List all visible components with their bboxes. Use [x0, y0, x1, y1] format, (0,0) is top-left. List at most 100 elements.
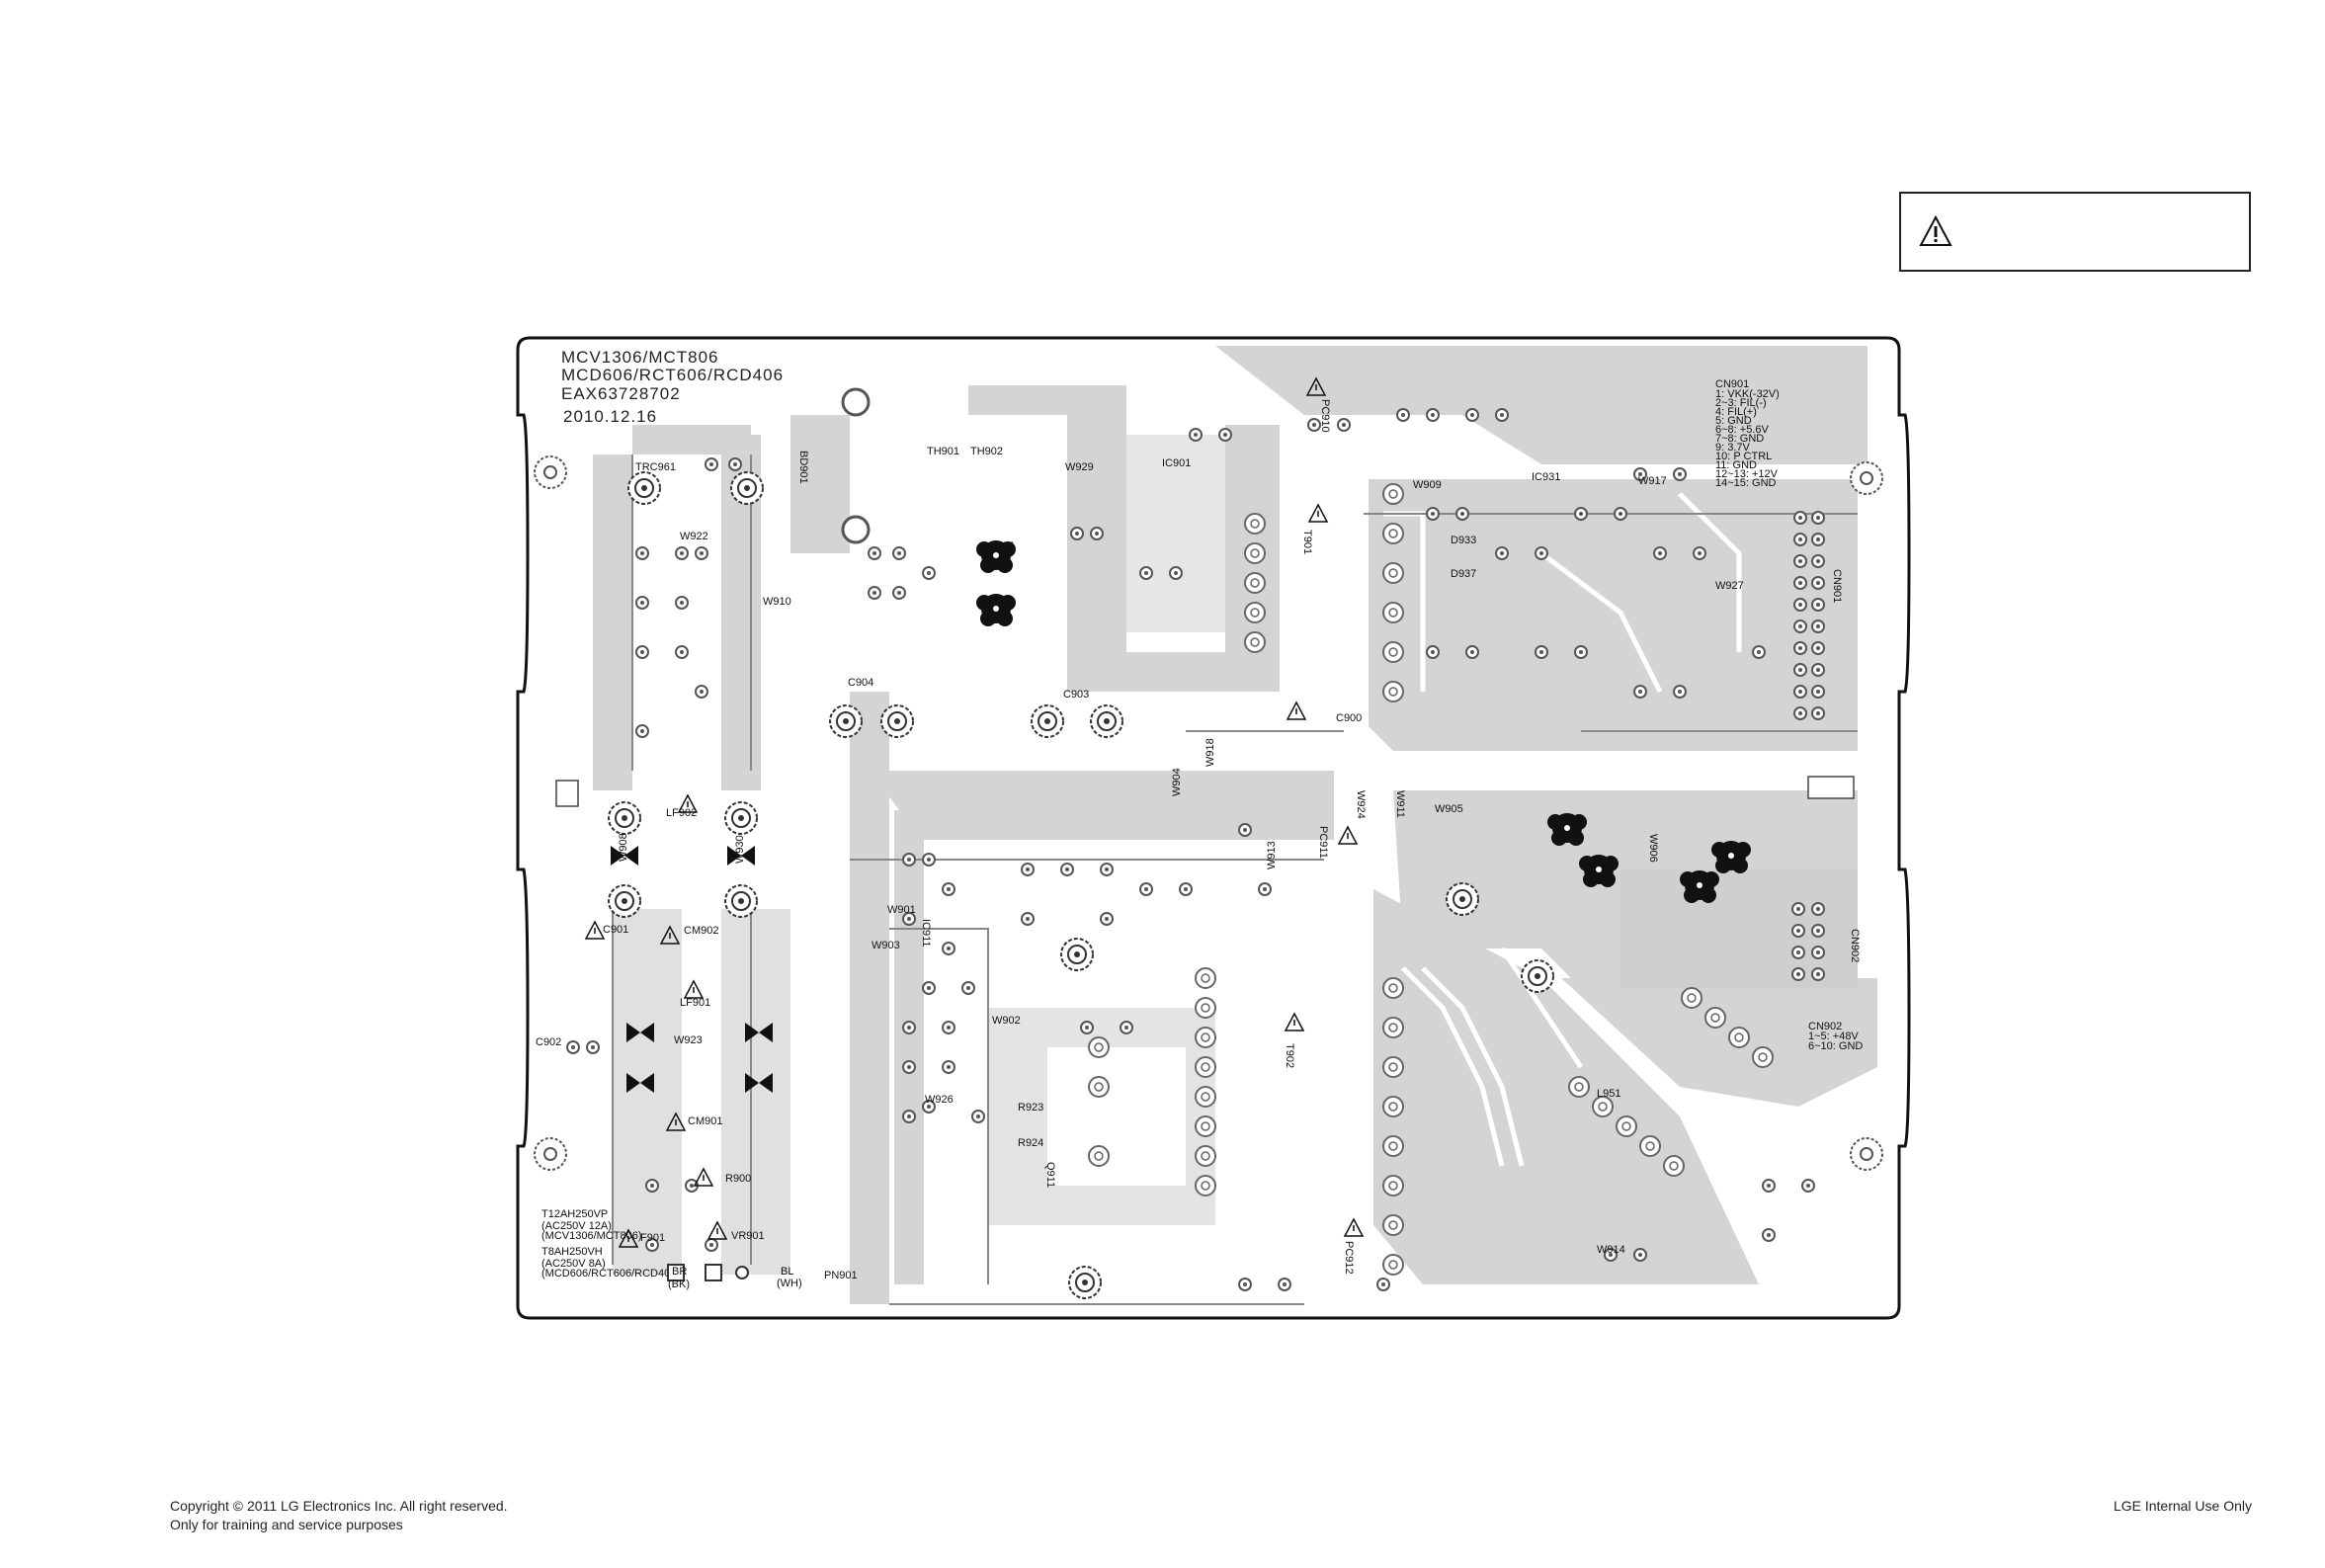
label-w926: W926	[925, 1094, 954, 1106]
label-w905: W905	[1435, 803, 1463, 815]
cn901-pin-11: 14~15: GND	[1715, 477, 1777, 489]
fuse-note: T12AH250VP (AC250V 12A) (MCV1306/MCT806)…	[541, 1208, 680, 1279]
cn902-pin-2: 6~10: GND	[1808, 1040, 1863, 1052]
label-r923: R923	[1018, 1102, 1043, 1114]
label-w929: W929	[1065, 461, 1094, 473]
label-w917: W917	[1638, 475, 1667, 487]
label-vr901: VR901	[731, 1230, 765, 1242]
cn902-pin-1: 1~5: +48V	[1808, 1031, 1859, 1042]
label-w927: W927	[1715, 580, 1744, 592]
board-date: 2010.12.16	[563, 407, 657, 426]
label-t902: T902	[1284, 1043, 1295, 1068]
label-pc910: PC910	[1319, 399, 1331, 433]
cn901-pin-10: 12~13: +12V	[1715, 468, 1779, 480]
fuse-note-line6: (MCD606/RCT606/RCD406)	[541, 1268, 680, 1279]
label-ic931: IC931	[1532, 471, 1560, 483]
label-c900: C900	[1336, 712, 1362, 724]
fuse-note-line1: T12AH250VP	[541, 1208, 608, 1220]
label-w911: W911	[1394, 790, 1406, 818]
label-d937: D937	[1451, 568, 1476, 580]
fuse-note-line5: (AC250V 8A)	[541, 1258, 606, 1270]
wire-wh: (WH)	[777, 1278, 802, 1289]
fuse-note-line2: (AC250V 12A)	[541, 1220, 612, 1232]
cn901-side-label: CN901	[1831, 569, 1843, 603]
rotated-labels: BD901 PC910 T901 W908 W930 IC911 Q911 PC…	[618, 399, 1659, 1275]
label-c901: C901	[603, 924, 628, 936]
wire-br: BR	[672, 1266, 687, 1278]
label-pc912: PC912	[1343, 1241, 1355, 1275]
cn901-pin-7: 9: 3.7V	[1715, 442, 1751, 454]
warning-triangle-icon	[1919, 215, 1952, 246]
label-cm902: CM902	[684, 925, 718, 937]
cn901-pin-6: 7~8: GND	[1715, 433, 1764, 445]
label-c903: C903	[1063, 689, 1089, 701]
cn901-pin-9: 11: GND	[1715, 459, 1757, 471]
label-w930: W930	[734, 835, 746, 864]
cn901-pin-8: 10: P CTRL	[1715, 451, 1772, 462]
label-d933: D933	[1451, 535, 1476, 546]
cn901-pin-3: 4: FIL(+)	[1715, 406, 1757, 418]
cn901-pinout: CN901 1: VKK(-32V) 2~3: FIL(-) 4: FIL(+)…	[1715, 378, 1780, 489]
fuse-note-line4: T8AH250VH	[541, 1246, 603, 1258]
label-c902: C902	[536, 1036, 561, 1048]
label-r924: R924	[1018, 1137, 1043, 1149]
footer-left: Copyright © 2011 LG Electronics Inc. All…	[170, 1497, 508, 1534]
label-q911: Q911	[1044, 1162, 1056, 1188]
label-w923: W923	[674, 1034, 703, 1046]
label-w901: W901	[887, 904, 916, 916]
label-w908: W908	[618, 833, 629, 862]
models-line1: MCV1306/MCT806	[561, 348, 719, 367]
wire-bl: BL	[781, 1266, 793, 1278]
cn901-pin-5: 6~8: +5.6V	[1715, 424, 1769, 436]
caution-box	[1899, 192, 2251, 272]
cn901-title: CN901	[1715, 378, 1749, 390]
footer-right: LGE Internal Use Only	[2114, 1497, 2252, 1516]
cn902-pinout: CN902 1~5: +48V 6~10: GND	[1808, 1021, 1863, 1052]
ac-input-wires: BR (BK) BL (WH) PN901	[667, 1264, 858, 1290]
label-w910: W910	[763, 596, 791, 608]
label-w902: W902	[992, 1015, 1021, 1027]
cn902-title: CN902	[1808, 1021, 1842, 1032]
label-lf901: LF901	[680, 997, 710, 1009]
label-w906: W906	[1647, 834, 1659, 863]
label-th901: TH901	[927, 446, 959, 457]
label-w922: W922	[680, 531, 708, 542]
label-t901: T901	[1301, 530, 1313, 554]
cn901-pin-1: 1: VKK(-32V)	[1715, 388, 1780, 400]
label-f901: F901	[640, 1232, 665, 1244]
label-trc961: TRC961	[635, 461, 676, 473]
cn902-side-label: CN902	[1849, 929, 1861, 962]
wire-bk: (BK)	[668, 1279, 690, 1290]
label-w904: W904	[1171, 768, 1183, 796]
purpose-text: Only for training and service purposes	[170, 1517, 403, 1532]
label-w918: W918	[1204, 738, 1216, 767]
part-number: EAX63728702	[561, 384, 681, 403]
copyright-text: Copyright © 2011 LG Electronics Inc. All…	[170, 1498, 508, 1514]
cn901-pin-4: 5: GND	[1715, 415, 1752, 427]
board-title: MCV1306/MCT806 MCD606/RCT606/RCD406 EAX6…	[561, 348, 784, 426]
label-lf902: LF902	[666, 807, 697, 819]
wire-pn901: PN901	[824, 1270, 858, 1281]
copper-pours	[593, 346, 1877, 1304]
label-w909: W909	[1413, 479, 1442, 491]
traces	[612, 454, 1858, 1305]
label-l951: L951	[1597, 1088, 1620, 1100]
label-cm901: CM901	[688, 1115, 722, 1127]
label-w924: W924	[1355, 790, 1367, 819]
label-c904: C904	[848, 677, 873, 689]
label-bd901: BD901	[797, 451, 809, 484]
mounting-holes	[534, 387, 1883, 1171]
label-r900: R900	[725, 1173, 751, 1185]
internal-use-text: LGE Internal Use Only	[2113, 1498, 2252, 1514]
label-w903: W903	[872, 940, 900, 951]
label-c905: C905	[988, 540, 1014, 552]
label-pc911: PC911	[1317, 826, 1329, 859]
cn901-pin-2: 2~3: FIL(-)	[1715, 397, 1767, 409]
label-ic911: IC911	[920, 919, 932, 948]
label-w914: W914	[1597, 1244, 1625, 1256]
models-line2: MCD606/RCT606/RCD406	[561, 366, 784, 384]
fuse-note-line3: (MCV1306/MCT806)	[541, 1230, 641, 1242]
component-labels: TRC961 W922 W910 TH901 TH902 C905 C904 C…	[536, 446, 1744, 1256]
label-w913: W913	[1266, 841, 1278, 869]
